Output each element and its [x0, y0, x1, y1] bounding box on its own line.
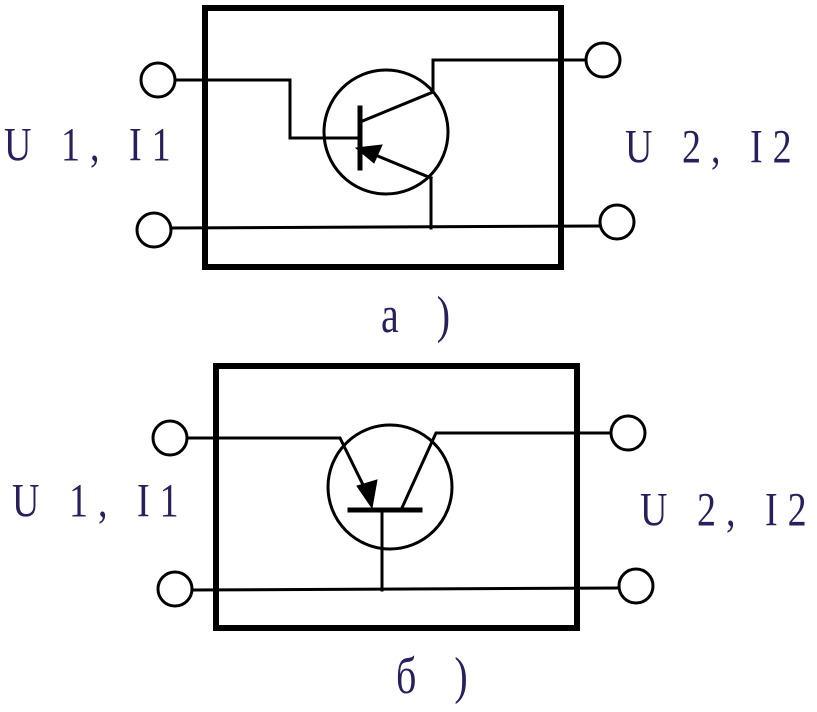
- diagram-a-transistor-body: [322, 68, 450, 196]
- diagram-a-output-terminal-bottom: [598, 203, 636, 241]
- diagram-b-transistor-body: [326, 423, 454, 551]
- diagram-a-output-terminal-top: [584, 41, 622, 79]
- diagram-a-emitter-arrow: [354, 144, 383, 164]
- diagram-a-collector-wire: [431, 58, 588, 94]
- diagram-b-input-label: U 1, I1: [12, 475, 189, 528]
- diagram-b-collector-wire: [399, 431, 613, 512]
- diagram-b-output-label: U 2, I2: [640, 484, 817, 537]
- diagram-b-emitter-arrow: [356, 479, 378, 510]
- diagram-b-common-wire: [190, 586, 621, 592]
- diagram-a-input-terminal-bottom: [135, 211, 173, 249]
- diagram-a-emitter-lead: [366, 150, 433, 180]
- diagram-a-common-wire: [169, 224, 602, 230]
- diagram-a-box: [202, 5, 564, 270]
- diagram-b-output-terminal-top: [609, 414, 647, 452]
- diagram-a-input-label: U 1, I1: [4, 119, 181, 172]
- diagram-a: [135, 5, 636, 270]
- diagram-a-collector-lead: [358, 90, 435, 124]
- diagram-b-input-terminal-top: [151, 419, 189, 457]
- diagram-b-box: [213, 363, 580, 631]
- diagram-b-output-terminal-bottom: [617, 567, 655, 605]
- diagram-a-output-label: U 2, I2: [625, 121, 802, 174]
- diagram-b-caption: б ): [396, 646, 482, 705]
- diagram-a-caption: а ): [381, 285, 465, 344]
- diagram-b-emitter-wire: [185, 436, 371, 498]
- diagram-b-input-terminal-bottom: [156, 570, 194, 608]
- circuit-diagrams: [135, 5, 655, 631]
- diagram-b: [151, 363, 655, 631]
- diagram-a-input-terminal-top: [139, 61, 177, 99]
